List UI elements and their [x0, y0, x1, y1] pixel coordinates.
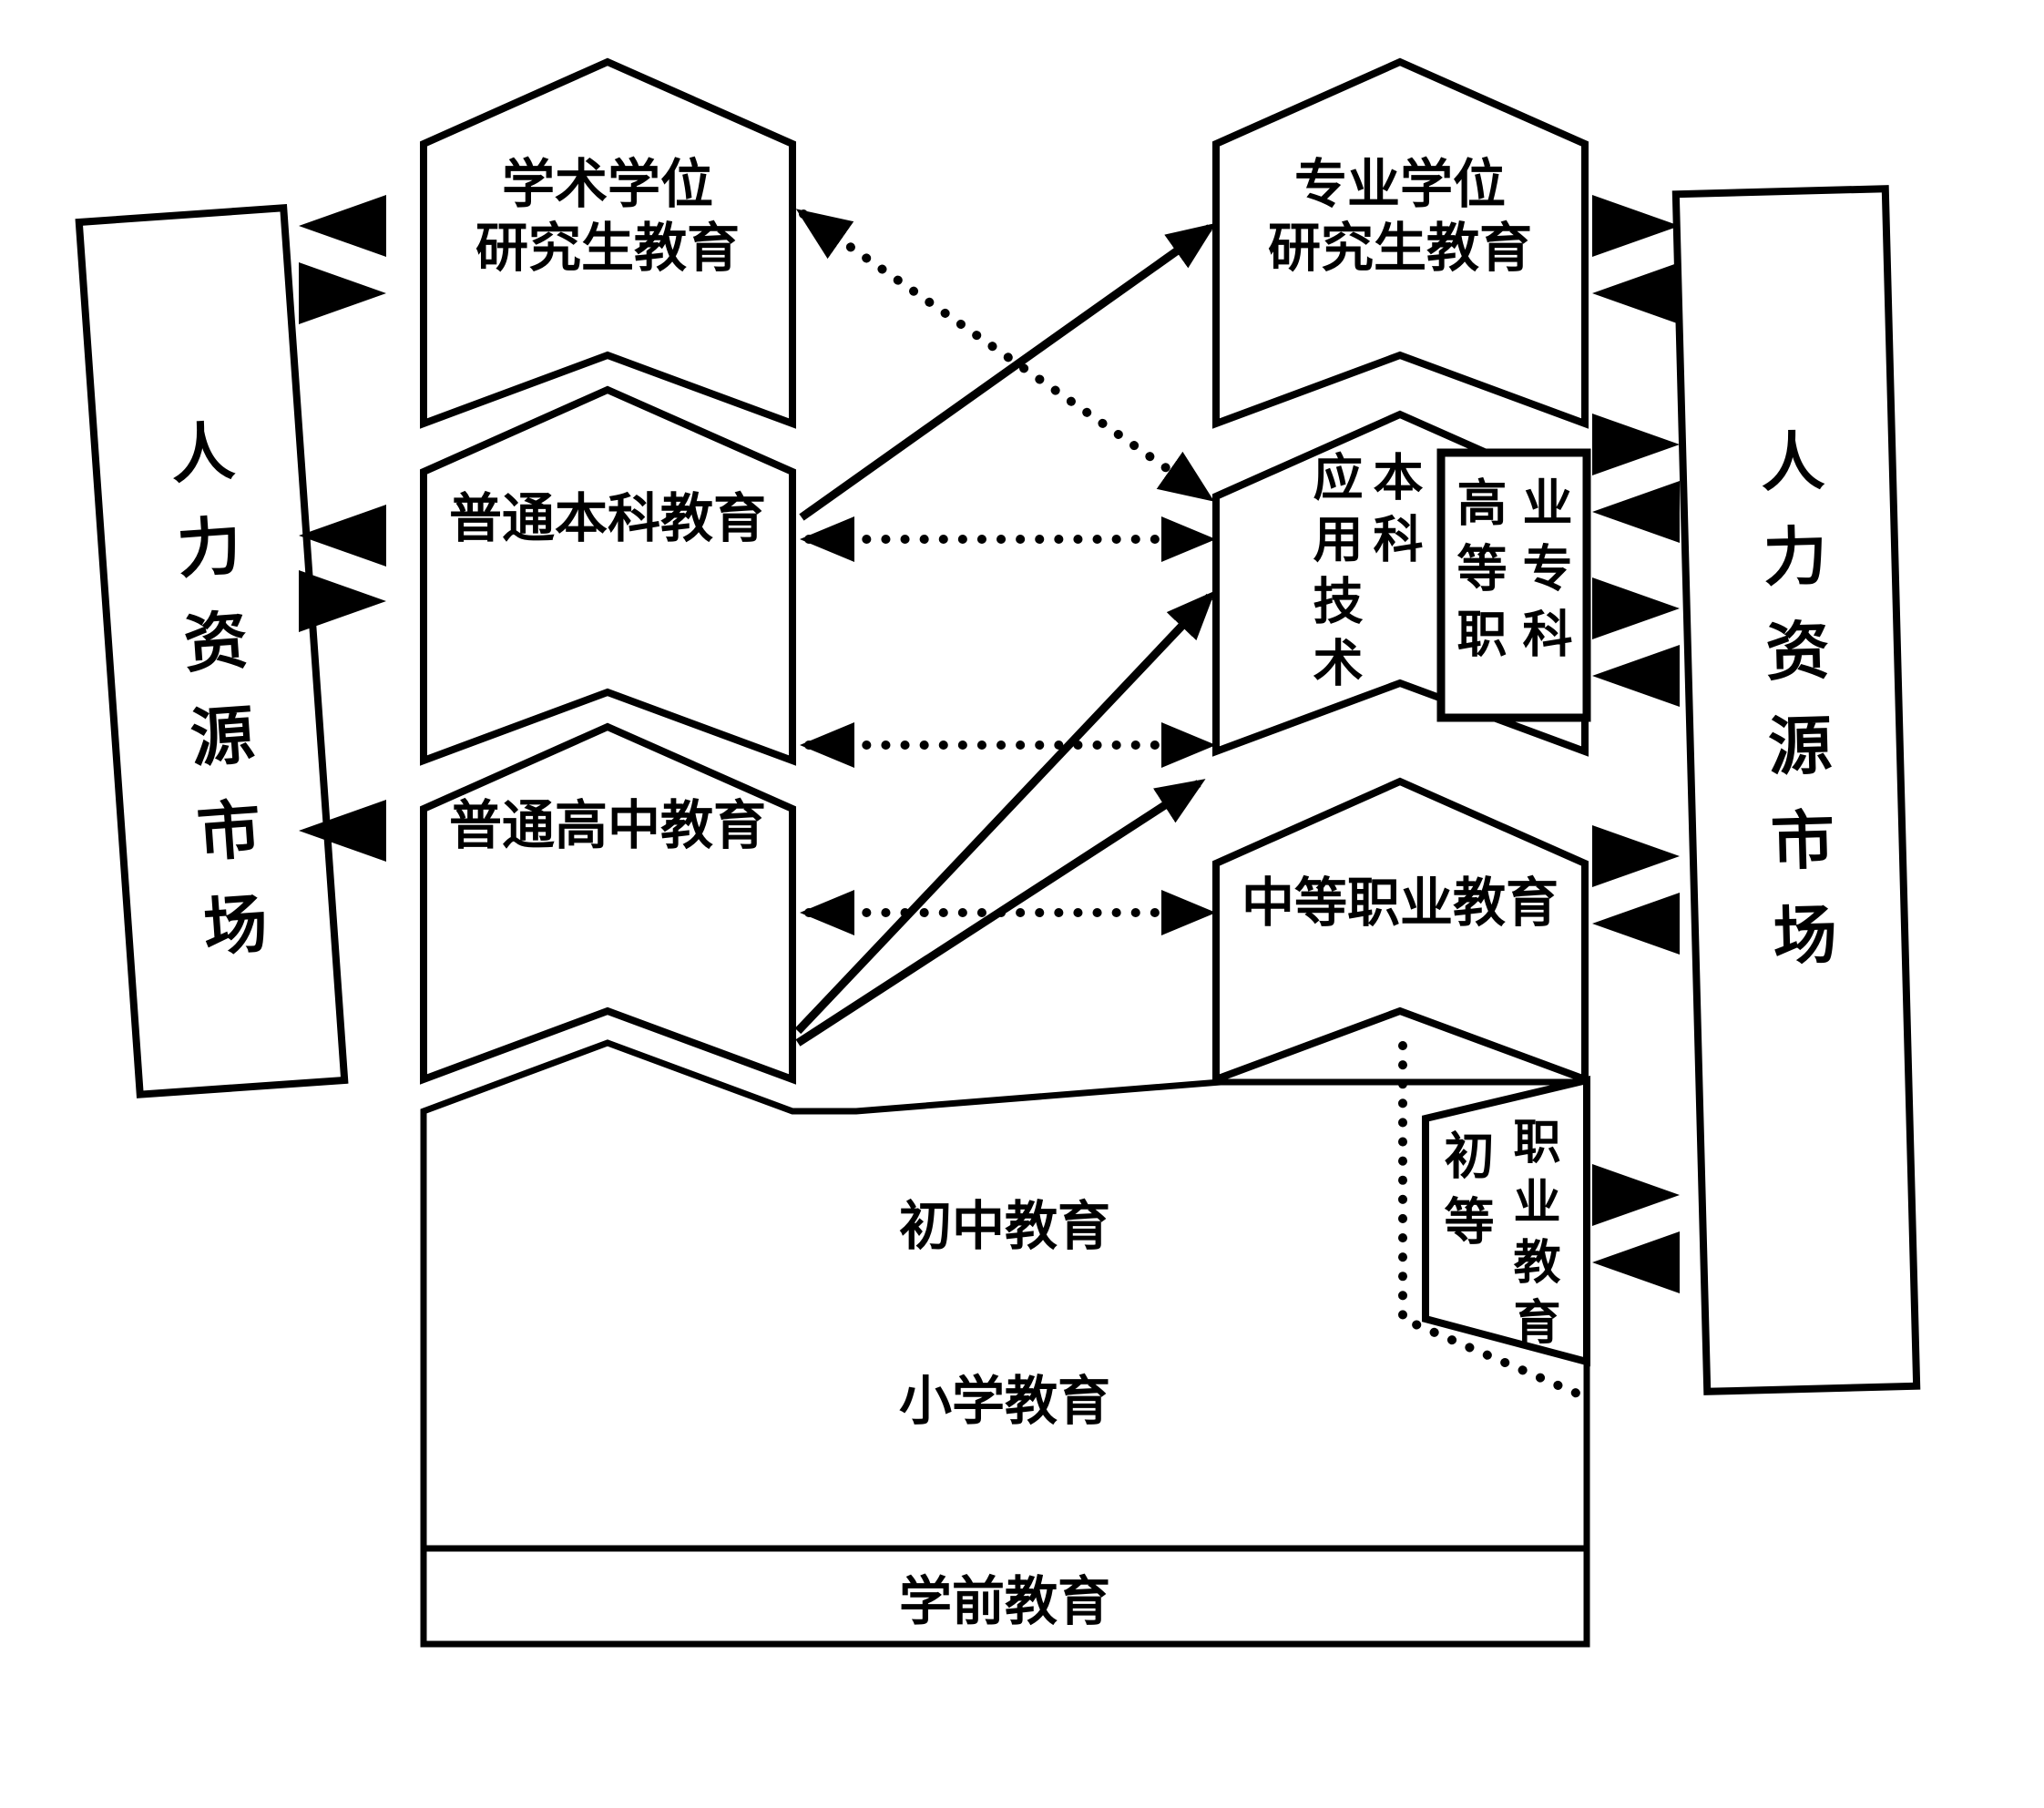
higher-vocational-label-col1: 高等职: [1448, 476, 1507, 673]
market-flow-arrow-left-in-academic: [299, 195, 386, 257]
general-high-school-label: 普通高中教育: [449, 794, 766, 856]
hr-market-left: 人力资源市场: [75, 204, 349, 1098]
market-flow-arrow-left-in-undergrad: [299, 505, 386, 567]
market-flow-arrow-right-out-applied-tech: [1592, 414, 1680, 475]
higher-vocational-label-col2: 业专科: [1514, 476, 1573, 673]
market-flow-arrow-right-in-higher-vocational: [1592, 645, 1680, 707]
general-undergraduate-box: [420, 385, 796, 766]
market-flow-arrow-right-in-primary-vocational: [1592, 1231, 1680, 1293]
market-flow-arrow-right-in-applied-tech: [1592, 481, 1680, 543]
arrow-academic-graduate-applied-tech-link: [795, 209, 1215, 502]
primary-vocational-label-col1: 初等: [1436, 1129, 1495, 1261]
arrow-highschool-to-applied-tech: [794, 590, 1216, 1035]
market-flow-arrow-right-out-professional: [1592, 195, 1680, 257]
primary-vocational-box: [1422, 1075, 1590, 1367]
market-flow-arrow-right-in-professional: [1592, 262, 1680, 324]
professional-graduate-label-line1: 专业学位: [1294, 153, 1506, 215]
market-flow-arrow-left-out-undergrad: [299, 570, 386, 632]
secondary-vocational-label: 中等职业教育: [1242, 872, 1559, 934]
primary-school-label: 小学教育: [899, 1370, 1110, 1432]
professional-graduate-box: [1212, 57, 1589, 429]
market-flow-arrow-right-out-primary-vocational: [1592, 1164, 1680, 1226]
arrow-undergrad-to-professional-graduate: [799, 222, 1217, 521]
higher-vocational-box: [1436, 448, 1591, 722]
hr-market-right-label: 人力资源市场: [1750, 427, 1839, 997]
academic-graduate-label-line1: 学术学位: [502, 153, 713, 215]
applied-tech-label-col1: 应用技术: [1304, 451, 1364, 699]
secondary-vocational-box: [1212, 777, 1589, 1085]
hr-market-left-box: [75, 204, 349, 1098]
market-flow-arrow-right-out-secondary-vocational: [1592, 825, 1680, 887]
arrow-secondary-to-primary-vocational-path: [1398, 1041, 1597, 1405]
general-high-school-box: [420, 722, 796, 1085]
market-flow-arrow-right-in-secondary-vocational: [1592, 893, 1680, 955]
preschool-label: 学前教育: [899, 1570, 1110, 1632]
market-flow-arrow-left-out-academic: [299, 262, 386, 324]
market-flow-arrow-left-in-highschool: [299, 800, 386, 862]
primary-vocational-label-col2: 职业教育: [1505, 1117, 1560, 1357]
professional-graduate-label-line2: 研究生教育: [1268, 217, 1532, 279]
hr-market-right-box: [1671, 185, 1921, 1395]
general-undergraduate-label: 普通本科教育: [449, 487, 766, 549]
junior-middle-school-label: 初中教育: [899, 1195, 1110, 1257]
applied-tech-label-col2: 本科: [1364, 451, 1424, 575]
academic-graduate-label-line2: 研究生教育: [475, 217, 740, 279]
academic-graduate-box: [420, 57, 796, 429]
market-flow-arrow-right-out-higher-vocational: [1592, 577, 1680, 639]
basic-education-box: [420, 1039, 1590, 1648]
hr-market-right: 人力资源市场: [1671, 185, 1921, 1395]
